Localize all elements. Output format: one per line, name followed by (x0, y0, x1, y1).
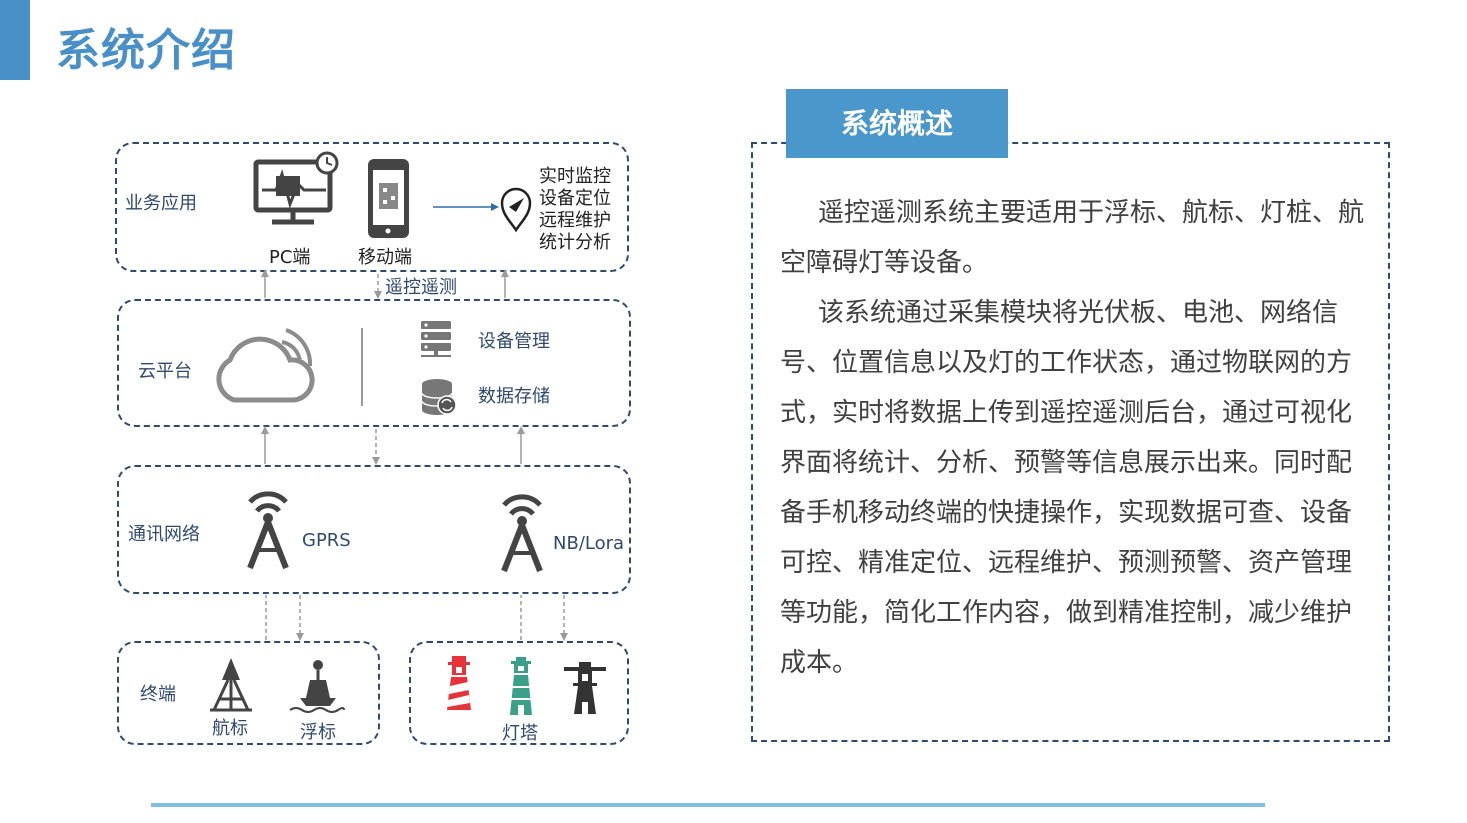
layer-business (115, 142, 629, 272)
label-hangbiao: 航标 (212, 718, 248, 739)
label-network-layer: 通讯网络 (128, 524, 200, 545)
layer-terminal-left (117, 641, 380, 745)
layer-terminal-right (409, 641, 629, 745)
cloud-icon (216, 328, 315, 403)
dark-lighthouse-icon (564, 662, 606, 714)
overview-paragraph-1: 遥控遥测系统主要适用于浮标、航标、灯桩、航空障碍灯等设备。 (780, 198, 1365, 278)
layer-cloud (117, 299, 631, 427)
page-title: 系统介绍 (56, 25, 236, 76)
connectors (261, 269, 568, 641)
database-icon (421, 379, 457, 415)
red-lighthouse-icon (447, 656, 471, 710)
label-func-4: 统计分析 (539, 232, 611, 253)
mobile-phone-icon (368, 159, 409, 238)
label-nb: NB/Lora (553, 533, 625, 554)
gprs-tower-icon (247, 491, 289, 570)
label-gprs: GPRS (302, 530, 351, 551)
navigation-beacon-icon (210, 658, 252, 712)
label-cloud-layer: 云平台 (138, 361, 192, 382)
pc-monitor-icon (253, 151, 339, 225)
teal-lighthouse-icon (510, 657, 532, 715)
server-icon (421, 321, 451, 357)
overview-paragraph-2: 该系统通过采集模块将光伏板、电池、网络信号、位置信息以及灯的工作状态，通过物联网… (780, 298, 1353, 678)
label-func-3: 远程维护 (539, 210, 611, 231)
buoy-icon (289, 660, 345, 713)
location-pin-icon (500, 187, 532, 233)
label-link: 遥控遥测 (385, 277, 457, 298)
bottom-divider (151, 803, 1265, 807)
nb-tower-icon (501, 494, 543, 573)
label-mobile: 移动端 (358, 247, 412, 268)
label-device-mgmt: 设备管理 (478, 331, 550, 352)
label-lighthouse: 灯塔 (502, 723, 538, 744)
overview-heading: 系统概述 (786, 89, 1008, 158)
function-arrow (433, 203, 499, 211)
label-storage: 数据存储 (478, 386, 550, 407)
label-terminal-layer: 终端 (140, 684, 176, 705)
layer-network (117, 465, 631, 594)
title-accent-bar (0, 0, 30, 80)
label-pc: PC端 (269, 247, 311, 268)
label-func-2: 设备定位 (539, 188, 611, 209)
label-business-layer: 业务应用 (125, 193, 197, 214)
label-fubiao: 浮标 (300, 722, 336, 743)
overview-panel (751, 142, 1390, 742)
label-func-1: 实时监控 (539, 166, 611, 187)
